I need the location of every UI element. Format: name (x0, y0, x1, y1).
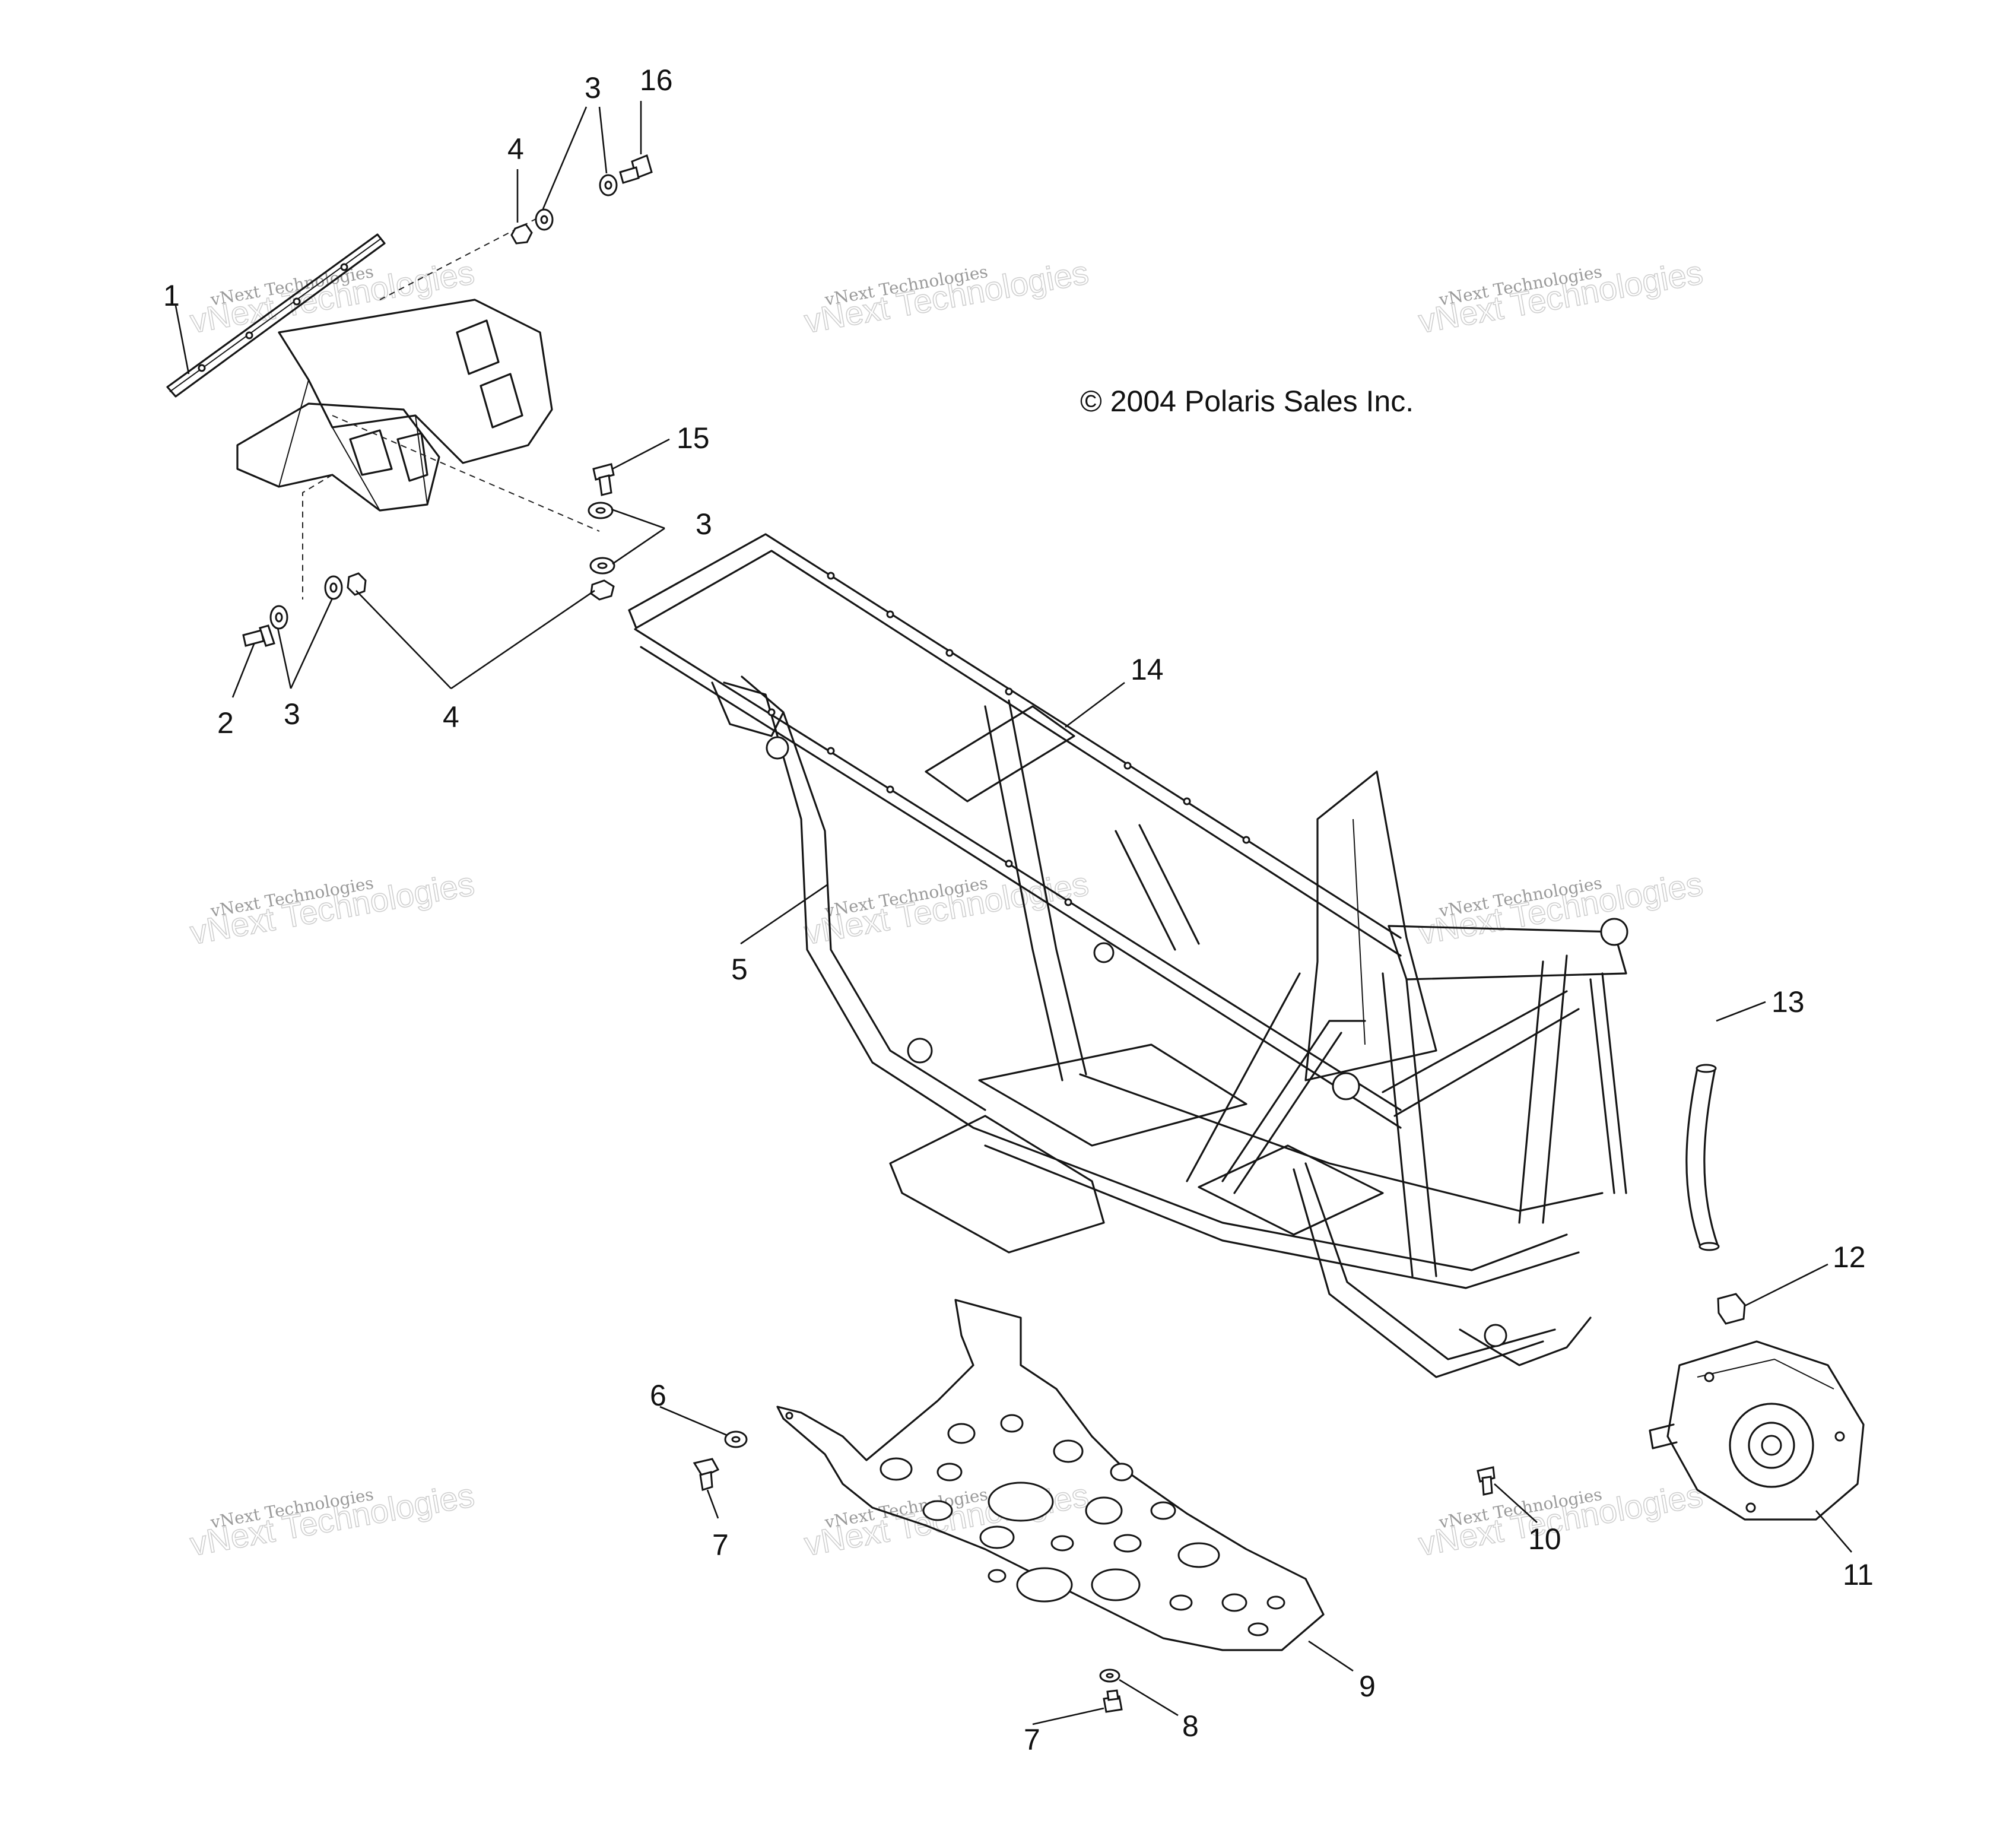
watermark: vNext Technologies vNext Technologies (187, 253, 478, 341)
watermark: vNext Technologies vNext Technologies (1415, 864, 1706, 952)
callout-9: 9 (1359, 1670, 1376, 1703)
hardware-washer-6 (724, 1430, 748, 1448)
callout-3-top: 3 (585, 71, 601, 104)
watermark: vNext Technologies vNext Technologies (187, 864, 478, 952)
callout-4-top: 4 (507, 132, 524, 166)
assembly-line (302, 474, 333, 599)
callout-7-lower: 7 (1024, 1723, 1040, 1756)
callout-13: 13 (1771, 985, 1805, 1019)
hardware-nut-4-mid (590, 579, 615, 601)
watermark: vNext Technologies vNext Technologies (1415, 253, 1706, 341)
callout-3-mid: 3 (696, 507, 712, 541)
main-frame (628, 533, 1628, 1378)
callout-15: 15 (677, 421, 710, 455)
hardware-washer-8 (1099, 1668, 1120, 1683)
callout-3-left: 3 (284, 697, 300, 731)
watermark: vNext Technologies vNext Technologies (801, 253, 1092, 341)
copyright-notice: © 2004 Polaris Sales Inc. (1080, 385, 1414, 418)
vent-hose (1685, 1064, 1720, 1251)
front-bumper-bracket (166, 233, 553, 512)
hardware-washer-3-mid (588, 502, 615, 575)
watermark: vNext Technologies vNext Technologies (187, 1476, 478, 1563)
hardware-washer-3-left (269, 575, 343, 630)
callout-labels: 1 2 3 3 3 4 4 5 6 7 7 8 9 10 11 12 13 14… (163, 64, 1874, 1756)
callout-10: 10 (1528, 1522, 1561, 1556)
hardware-bolt-7-upper (693, 1458, 720, 1491)
hardware-nut-4-top (510, 223, 533, 245)
hardware-washer-3-top (535, 174, 618, 231)
callout-4-left: 4 (443, 700, 459, 734)
callout-14: 14 (1131, 653, 1164, 686)
callout-1: 1 (163, 279, 180, 312)
assembly-line (332, 415, 600, 532)
callout-11: 11 (1843, 1558, 1874, 1591)
hardware-bolt-16 (619, 154, 653, 184)
leader-lines (174, 101, 1852, 1725)
callout-7-upper: 7 (712, 1528, 729, 1562)
callout-16: 16 (640, 64, 673, 97)
callout-5: 5 (731, 953, 748, 986)
watermark-layer: vNext Technologies vNext Technologies vN… (187, 253, 1706, 1563)
callout-2: 2 (217, 706, 234, 740)
hardware-bolt-10 (1477, 1466, 1496, 1496)
callout-6: 6 (650, 1379, 666, 1412)
hardware-bolt-7-lower (1103, 1689, 1123, 1713)
hardware-bolt-15 (592, 463, 615, 496)
front-gearcase (1649, 1340, 1865, 1521)
callout-12: 12 (1833, 1241, 1866, 1274)
hardware-cap-12 (1717, 1293, 1746, 1325)
hardware-bolt-2 (242, 624, 275, 647)
hardware-nut-4-left (347, 572, 367, 596)
callout-8: 8 (1182, 1709, 1199, 1743)
skid-plate (776, 1299, 1325, 1651)
